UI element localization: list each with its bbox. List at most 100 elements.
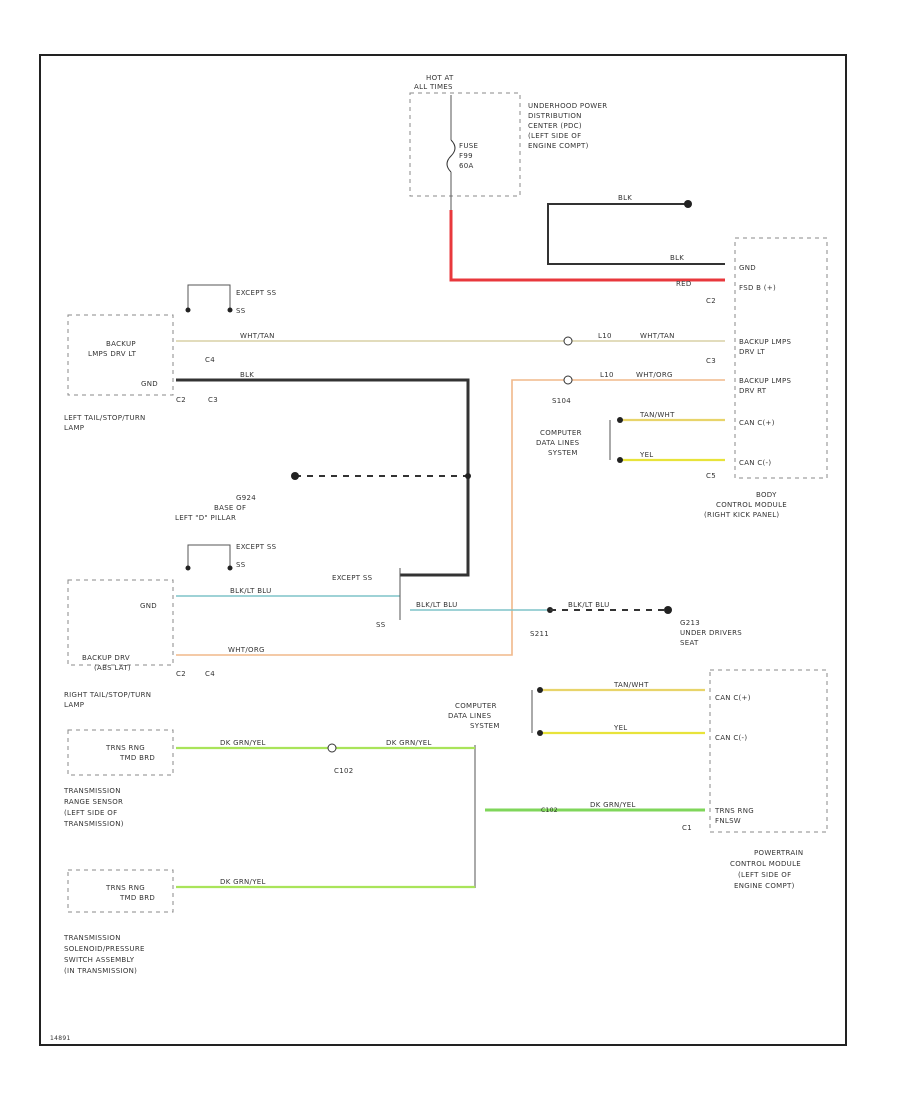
wire-grn-trs-label-1: DK GRN/YEL <box>220 739 266 747</box>
comp-data-bcm-1: COMPUTER <box>540 429 582 437</box>
wire-blk-gnd-loop <box>547 203 725 265</box>
trs-label-3: (LEFT SIDE OF <box>64 809 117 817</box>
pcm-pin-can-l: CAN C(-) <box>715 734 747 742</box>
comp-data-pcm-3: SYSTEM <box>470 722 500 730</box>
ground-g213 <box>664 606 672 614</box>
can-dot-bcm-l <box>617 457 623 463</box>
can-dot-pcm-l <box>537 730 543 736</box>
wire-tan-lvs: L10 <box>598 332 612 340</box>
wire-blk-label-top: BLK <box>618 194 632 202</box>
g213-line3: SEAT <box>680 639 699 647</box>
left-lamp-c3: C3 <box>208 396 218 404</box>
pdc-line1: UNDERHOOD POWER <box>528 102 607 110</box>
left-lamp-pin-backup-1: BACKUP <box>106 340 136 348</box>
wire-can-l-pcm-label: YEL <box>613 724 628 732</box>
trs-label-1: TRANSMISSION <box>63 787 121 795</box>
right-lamp-box <box>67 579 174 666</box>
option-dot-2 <box>227 307 233 313</box>
sol-label-1: TRANSMISSION <box>63 934 121 942</box>
bcm-label-1: BODY <box>756 491 777 499</box>
bcm-label-2: CONTROL MODULE <box>716 501 787 509</box>
bcm-pin-bu-rt-2: DRV RT <box>739 387 767 395</box>
pdc-line2: DISTRIBUTION <box>528 112 582 120</box>
g924-line2: BASE OF <box>214 504 246 512</box>
right-lamp-pin-backup-2: (ABS LAT) <box>94 664 131 672</box>
wire-org-label-top: WHT/ORG <box>636 371 673 379</box>
wire-can-h-bcm-label: TAN/WHT <box>639 411 675 419</box>
can-dot-pcm-h <box>537 687 543 693</box>
trs-label-2: RANGE SENSOR <box>64 798 123 806</box>
wire-tan-label-right: WHT/TAN <box>640 332 675 340</box>
wire-blk-left-gnd <box>176 378 470 577</box>
option-dot-4 <box>227 565 233 571</box>
bcm-pin-can-h: CAN C(+) <box>739 419 775 427</box>
pcm-pin-trns-1: TRNS RNG <box>714 807 754 815</box>
pcm-label-4: ENGINE COMPT) <box>734 882 795 890</box>
left-lamp-box <box>67 314 174 396</box>
ground-point-top <box>684 200 692 208</box>
wire-blk-label-bcm: BLK <box>670 254 684 262</box>
bcm-pin-can-l: CAN C(-) <box>739 459 771 467</box>
option-dot-3 <box>185 565 191 571</box>
right-lamp-c4: C4 <box>205 670 215 678</box>
wire-can-h-pcm-label: TAN/WHT <box>613 681 649 689</box>
wire-org-lvs: L10 <box>600 371 614 379</box>
splice-s104-label: S104 <box>552 397 571 405</box>
bcm-label-3: (RIGHT KICK PANEL) <box>704 511 779 519</box>
trs-box <box>67 729 174 776</box>
trs-pin-2: TMD BRD <box>119 754 155 762</box>
ss-bottom: SS <box>236 561 246 569</box>
wire-red-fused-b <box>449 210 725 282</box>
can-dot-bcm-h <box>617 417 623 423</box>
wire-blu-label-2: BLK/LT BLU <box>416 601 458 609</box>
left-lamp-label-2: LAMP <box>64 424 84 432</box>
pdc-line4: (LEFT SIDE OF <box>528 132 581 140</box>
splice-s211-label: S211 <box>530 630 549 638</box>
wire-dashed-g213-label: BLK/LT BLU <box>568 601 610 609</box>
trs-pin-1: TRNS RNG <box>105 744 145 752</box>
g213-line1: G213 <box>680 619 700 627</box>
comp-data-pcm-2: DATA LINES <box>448 712 492 720</box>
right-lamp-label-2: LAMP <box>64 701 84 709</box>
pcm-label-3: (LEFT SIDE OF <box>738 871 791 879</box>
pcm-connector-c1: C1 <box>682 824 692 832</box>
bcm-box <box>734 237 828 479</box>
sol-pin-2: TMD BRD <box>119 894 155 902</box>
bcm-pin-bu-lt-1: BACKUP LMPS <box>739 338 791 346</box>
splice-s209 <box>563 336 573 346</box>
option-bracket-top <box>187 284 231 310</box>
bcm-pin-bu-rt-1: BACKUP LMPS <box>739 377 791 385</box>
bcm-connector-c3: C3 <box>706 357 716 365</box>
wire-grn-sol-label: DK GRN/YEL <box>220 878 266 886</box>
pdc-line5: ENGINE COMPT) <box>528 142 589 150</box>
ss-mid: SS <box>376 621 386 629</box>
wire-grn-pcm-c102: C102 <box>541 807 558 814</box>
hot-at-line2: ALL TIMES <box>414 83 453 91</box>
fuse-line3: 60A <box>459 162 474 170</box>
hot-at-line1: HOT AT <box>426 74 454 82</box>
fuse-icon <box>446 139 456 173</box>
g924-line1: G924 <box>236 494 256 502</box>
g213-line2: UNDER DRIVERS <box>680 629 742 637</box>
diagram-frame <box>39 54 847 1046</box>
g924-line3: LEFT "D" PILLAR <box>175 514 236 522</box>
wire-org-backup-rt <box>176 379 725 656</box>
left-lamp-c2: C2 <box>176 396 186 404</box>
right-lamp-label-1: RIGHT TAIL/STOP/TURN <box>64 691 151 699</box>
comp-data-pcm-1: COMPUTER <box>455 702 497 710</box>
watermark: 14891 <box>50 1035 71 1042</box>
bcm-pin-fused-b: FSD B (+) <box>739 284 776 292</box>
left-lamp-pin-gnd: GND <box>141 380 158 388</box>
connector-c102 <box>327 743 337 753</box>
wire-grn-pcm-label: DK GRN/YEL <box>590 801 636 809</box>
sol-pin-1: TRNS RNG <box>105 884 145 892</box>
wire-blu-label: BLK/LT BLU <box>230 587 272 595</box>
pdc-line3: CENTER (PDC) <box>528 122 582 130</box>
solenoid-box <box>67 869 174 913</box>
sol-label-4: (IN TRANSMISSION) <box>64 967 137 975</box>
bcm-connector-c5: C5 <box>706 472 716 480</box>
bcm-pin-gnd: GND <box>739 264 756 272</box>
except-ss-bottom: EXCEPT SS <box>236 543 277 551</box>
pcm-pin-trns-2: FNLSW <box>715 817 741 825</box>
